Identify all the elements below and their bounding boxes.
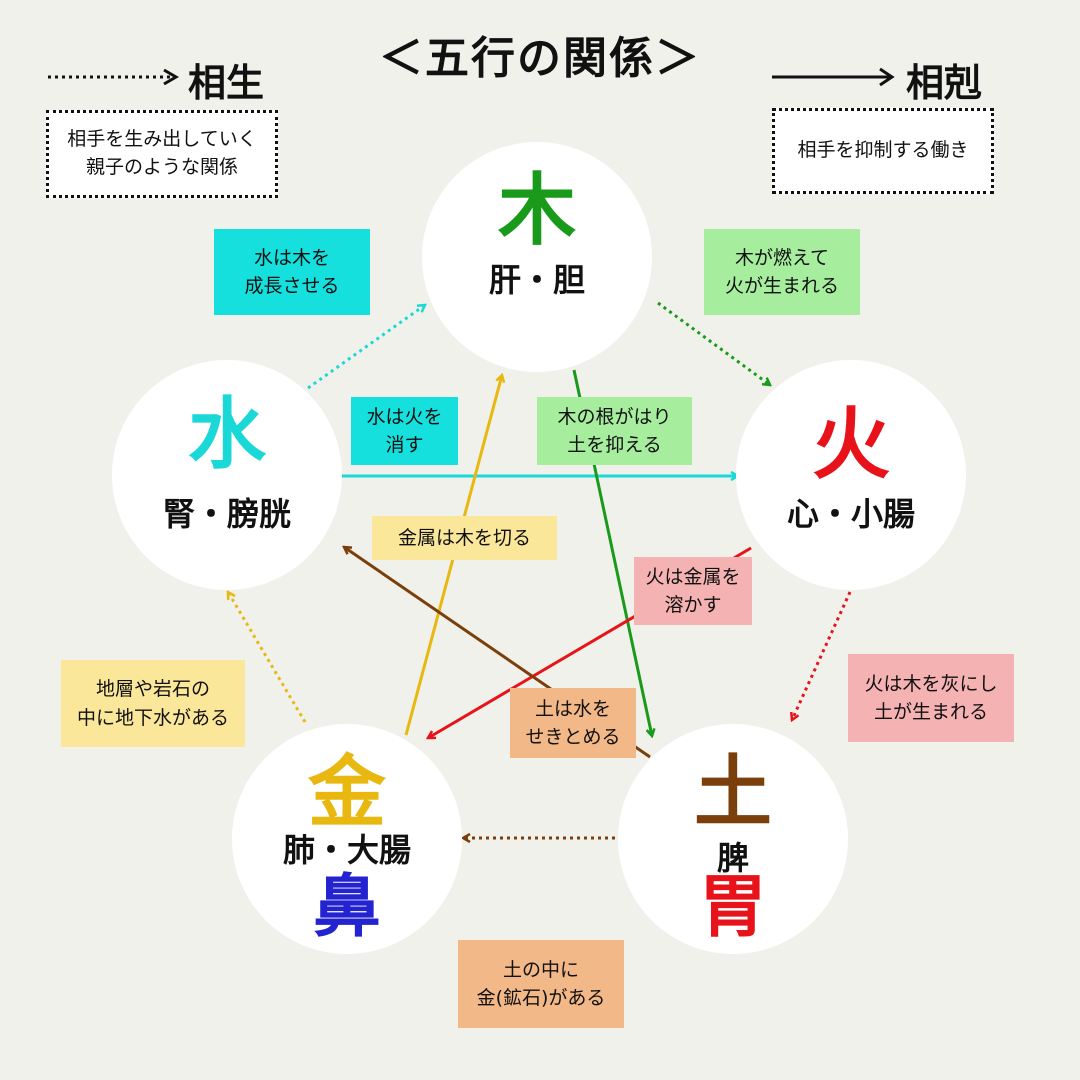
element-earth-char: 土 xyxy=(693,748,772,838)
element-earth: 土 脾 胃 xyxy=(618,724,848,954)
note-fire-metal: 火は金属を 溶かす xyxy=(634,557,752,625)
element-metal-organ: 肺・大腸 xyxy=(282,831,411,869)
arrow-water-to-wood xyxy=(307,305,425,390)
note-water-wood: 水は木を 成長させる xyxy=(214,229,370,315)
legend-generating-description: 相手を生み出していく 親子のような関係 xyxy=(46,110,278,198)
element-fire: 火 心・小腸 xyxy=(736,360,966,590)
element-metal-char: 金 xyxy=(307,748,386,838)
element-water: 水 腎・膀胱 xyxy=(112,360,342,590)
arrow-fire-to-earth xyxy=(792,591,852,720)
note-fire-earth: 火は木を灰にし 土が生まれる xyxy=(848,654,1014,742)
note-earth-metal: 土の中に 金(鉱石)がある xyxy=(458,940,624,1028)
arrow-wood-to-fire xyxy=(657,301,770,385)
note-wood-fire: 木が燃えて 火が生まれる xyxy=(704,229,860,315)
dotted-arrow-legend-icon xyxy=(48,68,179,86)
page-title: ＜五行の関係＞ xyxy=(379,33,701,84)
element-wood: 木 肝・胆 xyxy=(422,142,652,372)
element-metal-extra: 鼻 xyxy=(312,868,381,947)
element-earth-organ: 脾 xyxy=(716,839,749,877)
legend-controlling-label: 相剋 xyxy=(906,61,983,105)
note-water-fire: 水は火を 消す xyxy=(351,397,458,465)
element-wood-organ: 肝・胆 xyxy=(488,261,585,299)
note-wood-earth: 木の根がはり 土を抑える xyxy=(537,397,692,465)
solid-arrow-legend-icon xyxy=(772,67,895,87)
element-water-organ: 腎・膀胱 xyxy=(162,495,291,533)
note-metal-water: 地層や岩石の 中に地下水がある xyxy=(61,660,245,747)
element-earth-extra: 胃 xyxy=(698,868,767,947)
element-water-char: 水 xyxy=(187,390,266,480)
element-metal: 金 肺・大腸 鼻 xyxy=(232,724,462,954)
note-metal-wood: 金属は木を切る xyxy=(372,516,557,560)
element-wood-char: 木 xyxy=(497,166,576,256)
note-earth-water: 土は水を せきとめる xyxy=(510,688,636,758)
legend-generating-label: 相生 xyxy=(188,61,265,105)
legend-controlling-description: 相手を抑制する働き xyxy=(772,108,994,194)
element-fire-char: 火 xyxy=(811,400,890,490)
element-fire-organ: 心・小腸 xyxy=(786,495,915,533)
